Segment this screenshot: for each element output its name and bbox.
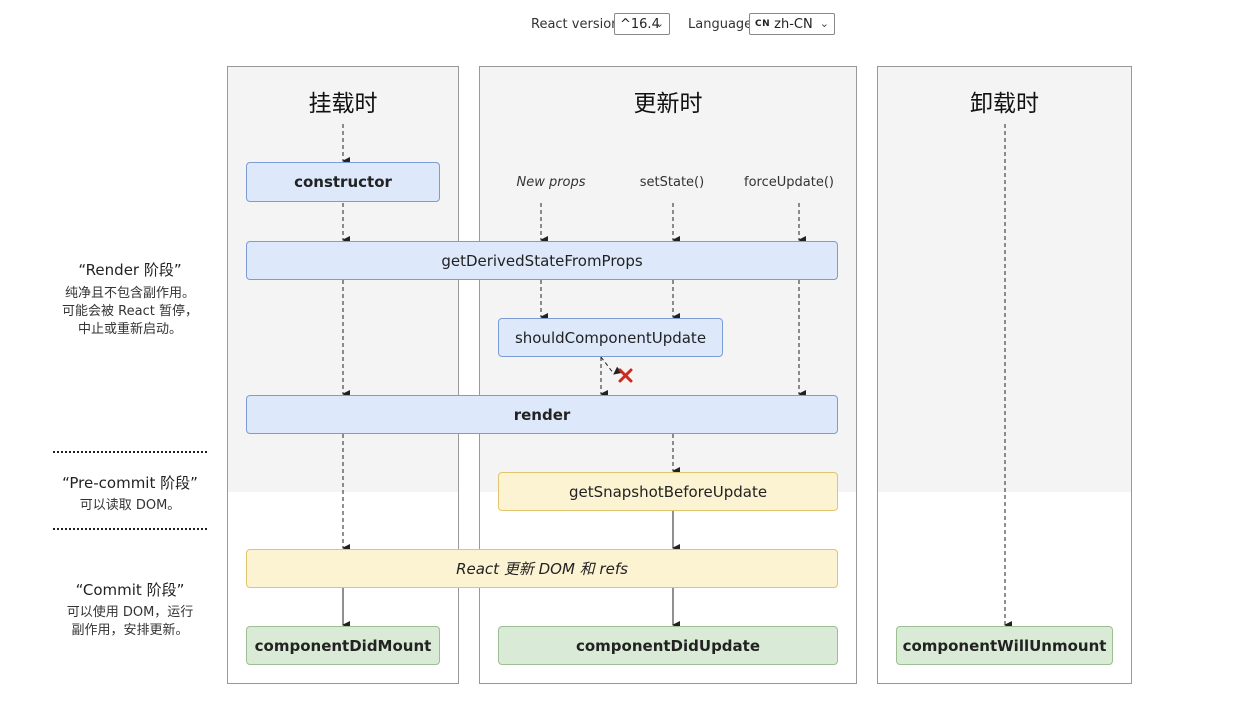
component-did-mount-box[interactable]: componentDidMount [246,626,440,665]
commit-phase-desc: 可以使用 DOM，运行 副作用，安排更新。 [40,604,220,640]
precommit-phase-title: “Pre-commit 阶段” [62,474,198,492]
get-snapshot-before-update-box[interactable]: getSnapshotBeforeUpdate [498,472,838,511]
get-derived-state-from-props-box[interactable]: getDerivedStateFromProps [246,241,838,280]
commit-phase-title: “Commit 阶段” [75,581,185,599]
language-value: zh-CN [774,16,813,32]
render-phase-desc-line: 中止或重新启动。 [77,322,182,337]
precommit-phase-desc-line: 可以读取 DOM。 [79,498,181,513]
render-phase-title: “Render 阶段” [78,261,182,279]
render-phase-desc-line: 可能会被 React 暂停， [62,304,198,319]
unmount-column-title: 卸载时 [970,91,1039,117]
commit-phase-desc-line: 可以使用 DOM，运行 [66,605,194,620]
chevron-down-icon: ⌄ [819,17,829,30]
react-updates-dom-box: React 更新 DOM 和 refs [246,549,838,588]
chevron-down-icon: ⌄ [654,17,664,30]
component-will-unmount-box[interactable]: componentWillUnmount [896,626,1113,665]
render-phase-desc-line: 纯净且不包含副作用。 [64,286,195,301]
react-version-select[interactable]: ^16.4 ⌄ [614,13,670,35]
precommit-phase-desc: 可以读取 DOM。 [40,497,220,515]
phase-divider [53,528,207,530]
trigger-force-update: forceUpdate() [744,175,834,190]
react-version-value: ^16.4 [620,16,660,32]
cancel-x-icon [618,368,633,383]
flag-icon: CN [755,19,771,29]
trigger-new-props: New props [516,175,586,190]
react-version-label: React version [531,17,620,32]
language-label: Language [688,17,753,32]
language-select[interactable]: CN zh-CN ⌄ [749,13,835,35]
commit-phase-desc-line: 副作用，安排更新。 [71,623,189,638]
render-box[interactable]: render [246,395,838,434]
arrow-shouldupdate-cancel [600,356,622,375]
constructor-box[interactable]: constructor [246,162,440,202]
phase-divider [53,451,207,453]
should-component-update-box[interactable]: shouldComponentUpdate [498,318,723,357]
render-phase-desc: 纯净且不包含副作用。 可能会被 React 暂停， 中止或重新启动。 [40,285,220,339]
update-column-title: 更新时 [633,91,703,117]
unmount-column: 卸载时 [877,66,1132,684]
trigger-set-state: setState() [639,175,705,190]
mount-column-title: 挂载时 [308,91,378,117]
component-did-update-box[interactable]: componentDidUpdate [498,626,838,665]
